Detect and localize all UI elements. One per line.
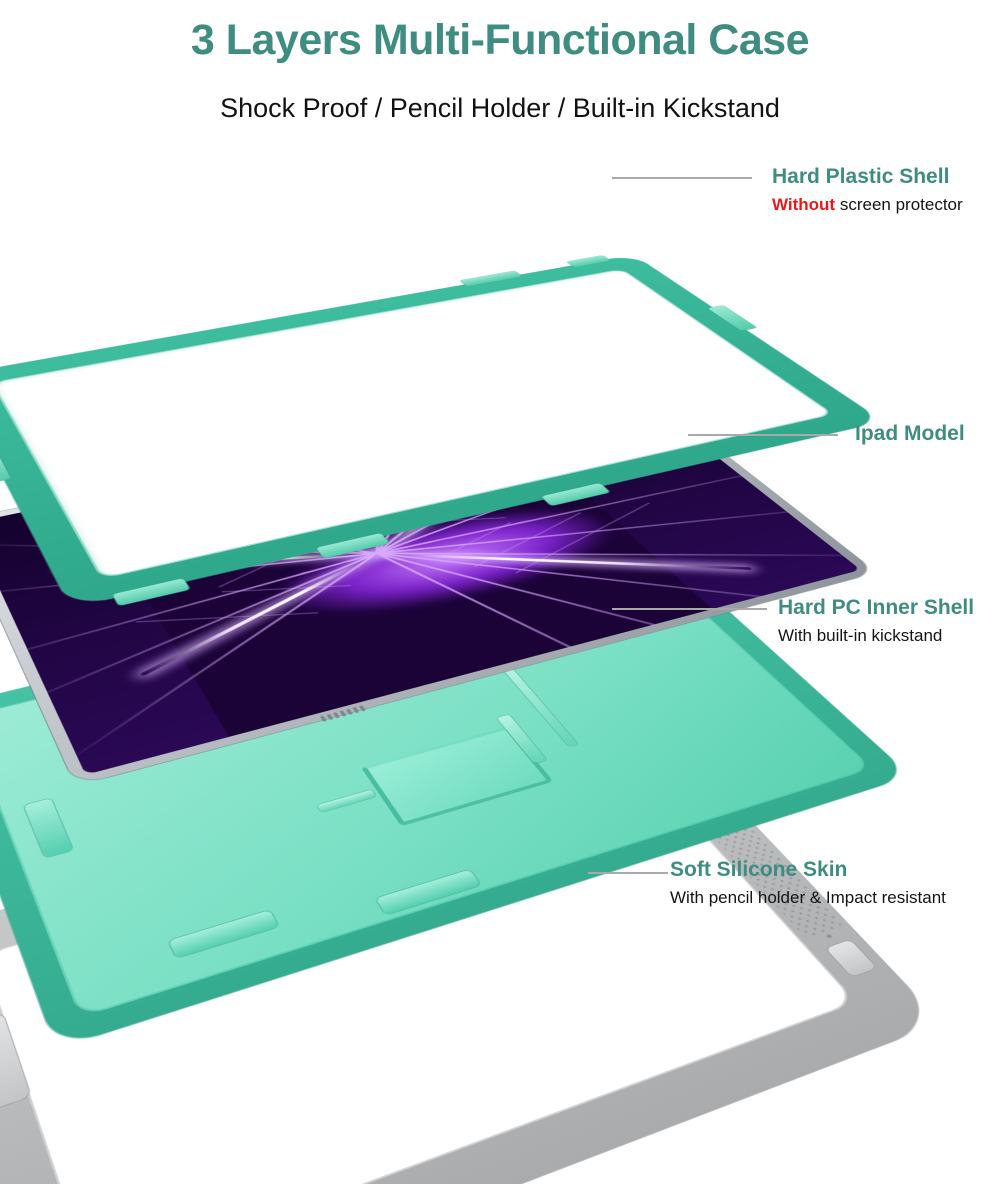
callout-heading: Ipad Model: [855, 422, 965, 445]
product-infographic: 3 Layers Multi-Functional Case Shock Pro…: [0, 16, 974, 1184]
wallpaper-neon-strip: [377, 552, 752, 570]
snap-clip: [0, 450, 12, 484]
page-title: 3 Layers Multi-Functional Case: [190, 16, 810, 64]
leader-line-hard-plastic-shell: [612, 177, 752, 179]
callout-ipad-model: Ipad Model: [855, 422, 965, 446]
callout-subtext-rest: screen protector: [835, 195, 963, 215]
edge-clip: [375, 869, 481, 915]
callout-subtext: With pencil holder & Impact resistant: [670, 888, 946, 908]
exploded-view-scene: [0, 254, 942, 1184]
kickstand-hinge-rib: [316, 789, 377, 813]
callout-subtext: With built-in kickstand: [778, 626, 943, 646]
callout-hard-pc-inner-shell: Hard PC Inner Shell With built-in kickst…: [778, 596, 974, 646]
callout-heading: Hard Plastic Shell: [772, 165, 950, 188]
callout-hard-plastic-shell: Hard Plastic Shell Without screen protec…: [772, 165, 963, 215]
leader-line-hard-pc-inner-shell: [612, 608, 767, 610]
callout-warning-word: Without: [772, 195, 836, 215]
page-subtitle: Shock Proof / Pencil Holder / Built-in K…: [220, 93, 780, 123]
callout-subtext: Without screen protector: [772, 195, 963, 215]
callout-heading: Soft Silicone Skin: [670, 858, 848, 881]
leader-line-soft-silicone-skin: [588, 872, 668, 874]
edge-clip: [168, 909, 279, 959]
callout-soft-silicone-skin: Soft Silicone Skin With pencil holder & …: [670, 858, 946, 908]
edge-clip: [23, 798, 74, 858]
callout-heading: Hard PC Inner Shell: [778, 596, 975, 619]
leader-line-ipad-model: [688, 434, 838, 436]
